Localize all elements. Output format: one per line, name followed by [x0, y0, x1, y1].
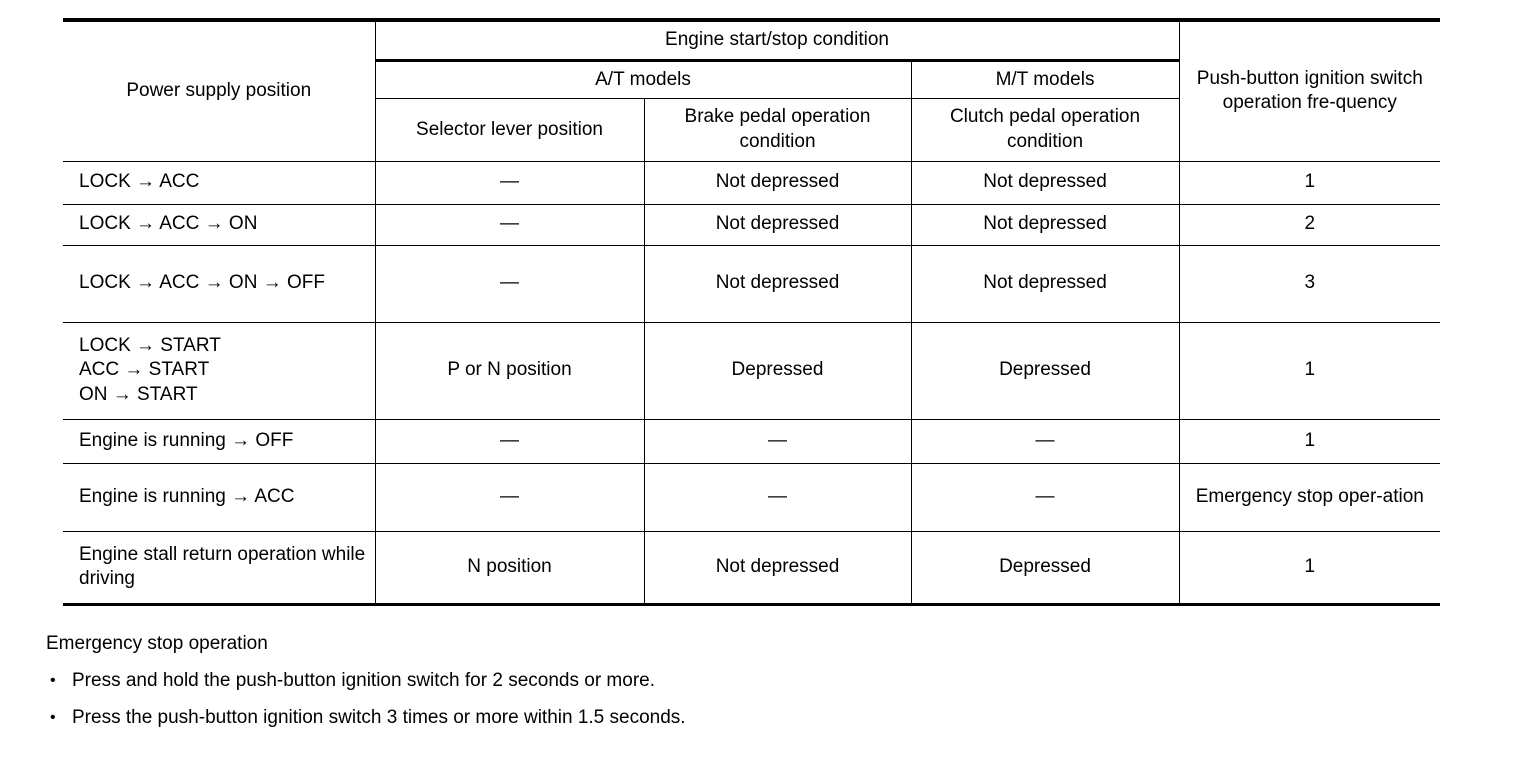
table-header: Power supply position Engine start/stop … [63, 17, 1441, 162]
cell-power-supply-position: LOCK → ACC → ON → OFF [63, 244, 376, 323]
footnote-block: Emergency stop operation • Press and hold… [46, 632, 1466, 744]
cell-clutch-pedal-condition: Not depressed [910, 244, 1180, 323]
header-brake-pedal-operation-condition: Brake pedal operation condition [643, 98, 912, 162]
header-push-button-frequency: Push-button ignition switch operation fr… [1178, 17, 1441, 162]
table-row: Engine stall return operation while driv… [63, 530, 1441, 606]
bullet-icon: • [50, 709, 56, 727]
power-supply-condition-table: Power supply position Engine start/stop … [63, 17, 1441, 606]
footnote-item: • Press the push-button ignition switch 3… [46, 706, 1466, 731]
cell-power-supply-position: LOCK → ACC → ON [63, 203, 376, 246]
cell-operation-frequency: Emergency stop oper-ation [1178, 462, 1441, 532]
table-row: Engine is running → ACC———Emergency stop… [63, 462, 1441, 532]
cell-operation-frequency: 2 [1178, 203, 1441, 246]
cell-power-supply-position: Engine is running → ACC [63, 462, 376, 532]
cell-brake-pedal-condition: Not depressed [643, 203, 912, 246]
cell-power-supply-position: Engine stall return operation while driv… [63, 530, 376, 606]
cell-brake-pedal-condition: Depressed [643, 321, 912, 420]
cell-selector-lever-position: — [374, 244, 645, 323]
cell-brake-pedal-condition: Not depressed [643, 244, 912, 323]
power-supply-condition-table-wrapper: Power supply position Engine start/stop … [63, 17, 1441, 606]
footnote-item-text: Press the push-button ignition switch 3 … [72, 707, 686, 729]
cell-brake-pedal-condition: — [643, 418, 912, 464]
cell-brake-pedal-condition: Not depressed [643, 160, 912, 205]
cell-selector-lever-position: — [374, 462, 645, 532]
header-engine-start-stop-condition: Engine start/stop condition [374, 17, 1180, 62]
footnote-list: • Press and hold the push-button ignition… [46, 669, 1466, 731]
table-row: Engine is running → OFF———1 [63, 418, 1441, 464]
cell-selector-lever-position: — [374, 160, 645, 205]
cell-operation-frequency: 1 [1178, 321, 1441, 420]
cell-power-supply-position: Engine is running → OFF [63, 418, 376, 464]
header-clutch-pedal-operation-condition: Clutch pedal operation condition [910, 98, 1180, 162]
cell-selector-lever-position: — [374, 418, 645, 464]
header-power-supply-position: Power supply position [63, 17, 376, 162]
cell-selector-lever-position: P or N position [374, 321, 645, 420]
header-mt-models: M/T models [910, 59, 1180, 100]
footnote-title: Emergency stop operation [46, 633, 268, 654]
cell-operation-frequency: 1 [1178, 160, 1441, 205]
cell-operation-frequency: 1 [1178, 530, 1441, 606]
header-selector-lever-position: Selector lever position [375, 98, 645, 162]
cell-operation-frequency: 1 [1178, 418, 1441, 464]
cell-clutch-pedal-condition: Depressed [910, 530, 1180, 606]
cell-clutch-pedal-condition: — [910, 462, 1180, 532]
cell-selector-lever-position: — [374, 203, 645, 246]
footnote-item-text: Press and hold the push-button ignition … [72, 669, 655, 691]
cell-brake-pedal-condition: — [643, 462, 912, 532]
cell-clutch-pedal-condition: Depressed [910, 321, 1180, 420]
footnote-item: • Press and hold the push-button ignition… [46, 669, 1466, 694]
cell-operation-frequency: 3 [1178, 244, 1441, 323]
header-row-1: Power supply position Engine start/stop … [63, 17, 1441, 162]
cell-brake-pedal-condition: Not depressed [643, 530, 912, 606]
cell-clutch-pedal-condition: Not depressed [910, 203, 1180, 246]
bullet-icon: • [50, 671, 56, 689]
cell-selector-lever-position: N position [374, 530, 645, 606]
cell-clutch-pedal-condition: — [910, 418, 1180, 464]
cell-clutch-pedal-condition: Not depressed [910, 160, 1180, 205]
header-at-models: A/T models [375, 59, 912, 100]
header-row-3: Selector lever position Brake pedal oper… [63, 98, 1440, 162]
cell-power-supply-position: LOCK → ACC [63, 160, 376, 205]
header-row-2: A/T models M/T models [63, 59, 1440, 100]
